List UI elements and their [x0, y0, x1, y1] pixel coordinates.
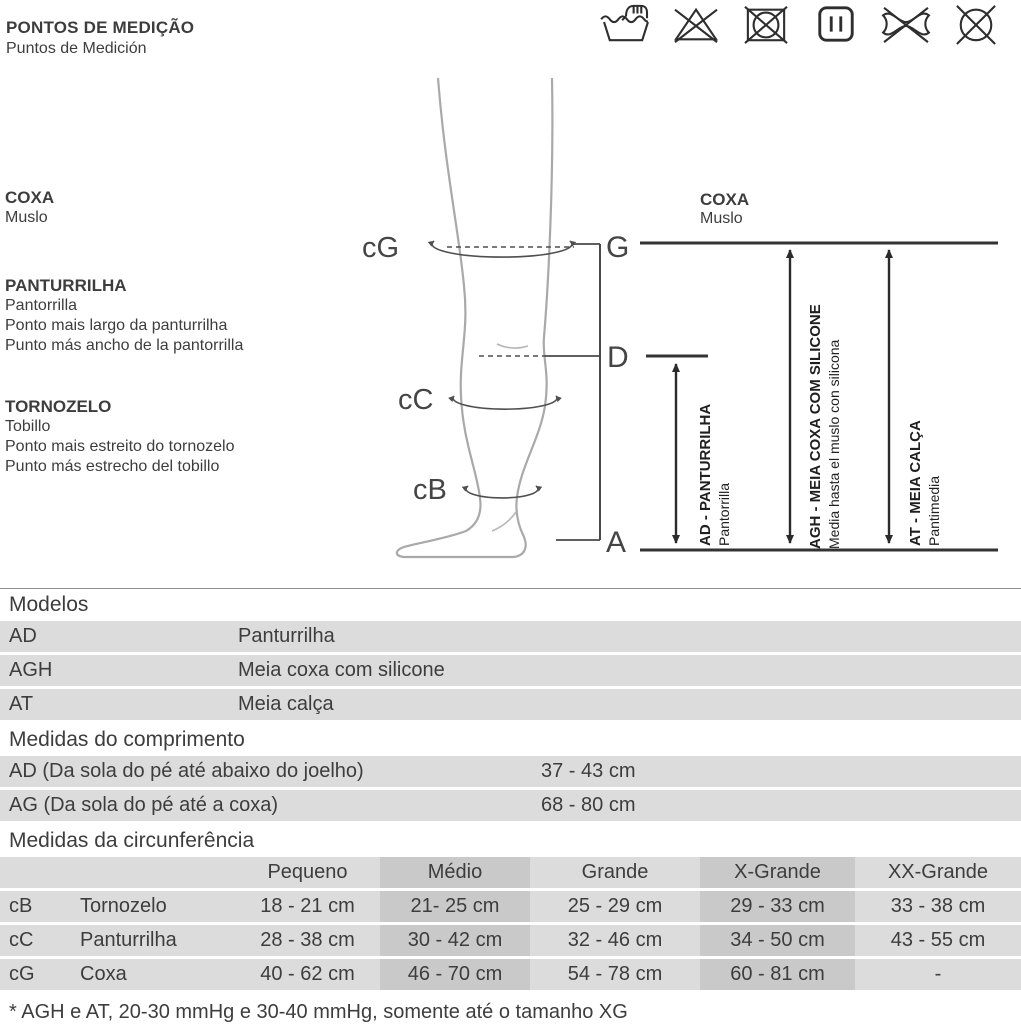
length-label: AG (Da sola do pé até a coxa): [9, 794, 279, 816]
agh-arrow-title: AGH - MEIA COXA COM SILICONE: [807, 304, 824, 549]
size-col-xlarge: X-Grande: [700, 857, 855, 888]
ankle-title: TORNOZELO: [5, 397, 112, 416]
size-col-large: Grande: [530, 857, 700, 888]
circumference-heading: Medidas da circunferência: [0, 824, 1021, 857]
length-value: 68 - 80 cm: [541, 794, 636, 816]
circ-value: 60 - 81 cm: [700, 959, 855, 990]
page-subtitle: Puntos de Medición: [6, 40, 147, 57]
calf-note-es: Punto más ancho de la pantorrilla: [5, 337, 244, 354]
ankle-note-es: Punto más estrecho del tobillo: [5, 458, 220, 475]
thigh-subtitle: Muslo: [5, 209, 48, 226]
ankle-subtitle: Tobillo: [5, 418, 51, 435]
circumference-row-cg: cG Coxa 40 - 62 cm 46 - 70 cm 54 - 78 cm…: [0, 959, 1021, 990]
circumference-row-cc: cC Panturrilha 28 - 38 cm 30 - 42 cm 32 …: [0, 925, 1021, 956]
agh-arrow-sub: Media hasta el muslo con silicona: [826, 339, 842, 549]
agh-arrow-label: AGH - MEIA COXA COM SILICONE Media hasta…: [807, 304, 843, 549]
circ-value: 21- 25 cm: [380, 891, 530, 922]
ankle-note-pt: Ponto mais estreito do tornozelo: [5, 438, 235, 455]
drip-dry-icon: [818, 6, 854, 42]
knee-detail-line: [496, 343, 529, 349]
size-col-small: Pequeno: [235, 857, 380, 888]
leg-illustration: [395, 77, 554, 559]
model-desc: Panturrilha: [238, 625, 335, 647]
length-value: 37 - 43 cm: [541, 760, 636, 782]
model-row-at: AT Meia calça: [0, 689, 1021, 720]
page-header: PONTOS DE MEDIÇÃO Puntos de Medición: [6, 18, 194, 58]
at-arrow-title: AT - MEIA CALÇA: [907, 420, 924, 546]
length-row-ad: AD (Da sola do pé até abaixo do joelho) …: [0, 756, 1021, 787]
circ-code: cG: [0, 959, 70, 990]
circ-label: Coxa: [70, 959, 235, 990]
hand-wash-icon: [600, 4, 649, 42]
label-block-thigh: COXA Muslo: [5, 188, 54, 228]
model-desc: Meia coxa com silicone: [238, 659, 445, 681]
calf-circumference-arrow: [448, 395, 562, 410]
ad-arrow-label: AD - PANTURRILHA Pantorrilla: [697, 404, 733, 546]
right-thigh-subtitle: Muslo: [700, 210, 743, 227]
calf-subtitle: Pantorrilla: [5, 297, 78, 314]
do-not-tumble-dry-icon: [744, 6, 788, 44]
point-d-label: D: [607, 341, 629, 374]
footnote: * AGH e AT, 20-30 mmHg e 30-40 mmHg, som…: [0, 993, 1021, 1024]
circ-value: 43 - 55 cm: [855, 925, 1021, 956]
at-arrow-sub: Pantimedia: [926, 475, 942, 546]
size-col-xxlarge: XX-Grande: [855, 857, 1021, 888]
model-code: AT: [9, 693, 34, 715]
circ-value: 40 - 62 cm: [235, 959, 380, 990]
empty-cell: [70, 857, 235, 888]
thigh-circumference-arrow: [427, 240, 577, 258]
do-not-dry-clean-icon: [956, 5, 996, 45]
empty-cell: [0, 857, 70, 888]
circ-value: 34 - 50 cm: [700, 925, 855, 956]
at-arrow-label: AT - MEIA CALÇA Pantimedia: [907, 420, 943, 546]
circ-value: -: [855, 959, 1021, 990]
do-not-wring-icon: [881, 6, 931, 43]
circumference-header-row: Pequeno Médio Grande X-Grande XX-Grande: [0, 857, 1021, 888]
circ-value: 46 - 70 cm: [380, 959, 530, 990]
point-g-label: G: [606, 231, 629, 264]
circ-code: cC: [0, 925, 70, 956]
thigh-title: COXA: [5, 188, 55, 207]
calf-circ-label: cC: [398, 384, 433, 416]
care-icons-row: [599, 3, 1003, 45]
circ-code: cB: [0, 891, 70, 922]
model-code: AGH: [9, 659, 53, 681]
ankle-circumference-arrow: [461, 485, 543, 499]
model-code: AD: [9, 625, 37, 647]
calf-note-pt: Ponto mais largo da panturrilha: [5, 317, 228, 334]
size-col-medium: Médio: [380, 857, 530, 888]
length-row-ag: AG (Da sola do pé até a coxa) 68 - 80 cm: [0, 790, 1021, 821]
model-desc: Meia calça: [238, 693, 334, 715]
heel-detail-line: [491, 511, 517, 532]
circ-value: 30 - 42 cm: [380, 925, 530, 956]
models-heading: Modelos: [0, 588, 1021, 621]
right-thigh-title: COXA: [700, 190, 750, 209]
circ-value: 33 - 38 cm: [855, 891, 1021, 922]
right-thigh-label: COXA Muslo: [700, 190, 749, 228]
model-row-ad: AD Panturrilha: [0, 621, 1021, 652]
ankle-circ-label: cB: [413, 474, 447, 506]
circ-label: Tornozelo: [70, 891, 235, 922]
point-a-label: A: [606, 526, 626, 559]
label-block-ankle: TORNOZELO Tobillo Ponto mais estreito do…: [5, 397, 234, 477]
circ-value: 18 - 21 cm: [235, 891, 380, 922]
circ-value: 29 - 33 cm: [700, 891, 855, 922]
circumference-row-cb: cB Tornozelo 18 - 21 cm 21- 25 cm 25 - 2…: [0, 891, 1021, 922]
circ-value: 25 - 29 cm: [530, 891, 700, 922]
do-not-bleach-icon: [673, 7, 719, 43]
size-tables: Modelos AD Panturrilha AGH Meia coxa com…: [0, 588, 1021, 1024]
circ-label: Panturrilha: [70, 925, 235, 956]
length-label: AD (Da sola do pé até abaixo do joelho): [9, 760, 364, 782]
calf-title: PANTURRILHA: [5, 276, 127, 295]
page-title: PONTOS DE MEDIÇÃO: [6, 18, 195, 37]
circ-value: 54 - 78 cm: [530, 959, 700, 990]
thigh-circ-label: cG: [362, 232, 399, 264]
ad-arrow-sub: Pantorrilla: [716, 482, 732, 546]
circ-value: 28 - 38 cm: [235, 925, 380, 956]
label-block-calf: PANTURRILHA Pantorrilla Ponto mais largo…: [5, 276, 243, 356]
length-heading: Medidas do comprimento: [0, 723, 1021, 756]
circ-value: 32 - 46 cm: [530, 925, 700, 956]
model-row-agh: AGH Meia coxa com silicone: [0, 655, 1021, 686]
ad-arrow-title: AD - PANTURRILHA: [697, 403, 714, 546]
